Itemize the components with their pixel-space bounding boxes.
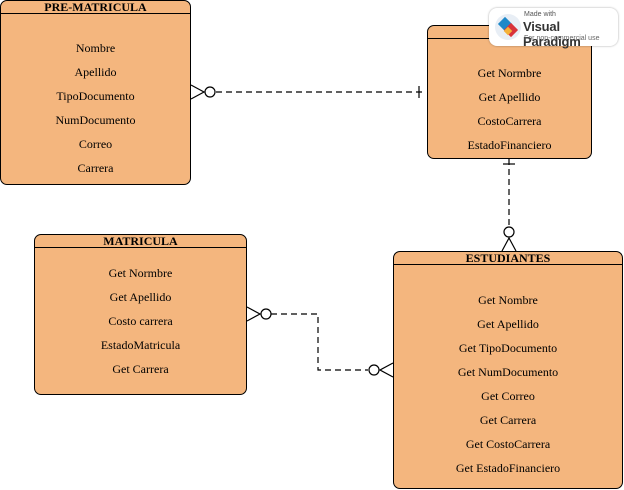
attribute: Get EstadoFinanciero bbox=[455, 461, 561, 475]
attribute: Get Carrera bbox=[112, 362, 169, 376]
watermark-brand: Visual Paradigm bbox=[523, 19, 581, 49]
visual-paradigm-watermark: Made with Visual Paradigm For non-commer… bbox=[489, 8, 618, 49]
attribute: Get CostoCarrera bbox=[465, 437, 551, 451]
attribute: Costo carrera bbox=[108, 314, 173, 328]
attribute: CostoCarrera bbox=[477, 114, 542, 128]
entity-matricula[interactable]: MATRICULA Get Normbre Get Apellido Costo… bbox=[34, 234, 247, 395]
link-matricula-estudiantes bbox=[246, 306, 394, 378]
watermark-made-with: Made with bbox=[524, 11, 556, 18]
watermark-note: For non-commercial use bbox=[524, 35, 600, 42]
link-prematricula-financiero bbox=[190, 84, 424, 100]
attribute: Get Apellido bbox=[477, 317, 539, 331]
attribute: Get Normbre bbox=[477, 66, 542, 80]
visual-paradigm-logo-icon bbox=[495, 14, 521, 40]
attribute: Get Normbre bbox=[108, 266, 173, 280]
attribute: Correo bbox=[78, 137, 113, 151]
attribute: Get Nombre bbox=[478, 293, 538, 307]
attribute: Apellido bbox=[74, 65, 117, 79]
entity-title: MATRICULA bbox=[35, 235, 246, 248]
attribute: Nombre bbox=[75, 41, 116, 55]
attribute: Get Carrera bbox=[479, 413, 537, 427]
entity-estudiantes[interactable]: ESTUDIANTES Get Nombre Get Apellido Get … bbox=[393, 251, 623, 489]
attribute: EstadoMatricula bbox=[100, 338, 181, 352]
entity-prematricula[interactable]: PRE-MATRICULA Nombre Apellido TipoDocume… bbox=[0, 0, 191, 185]
attribute: Get Apellido bbox=[478, 90, 541, 104]
entity-title: ESTUDIANTES bbox=[394, 252, 622, 265]
link-financiero-estudiantes bbox=[501, 159, 517, 252]
attribute: Get TipoDocumento bbox=[458, 341, 558, 355]
attribute: EstadoFinanciero bbox=[467, 138, 552, 152]
attribute: NumDocumento bbox=[55, 113, 136, 127]
entity-financiero[interactable]: FIN Get Normbre Get Apellido CostoCarrer… bbox=[427, 25, 592, 159]
entity-title: PRE-MATRICULA bbox=[1, 1, 190, 14]
attribute: Get Apellido bbox=[109, 290, 172, 304]
attribute: Get Correo bbox=[481, 389, 535, 403]
attribute: Carrera bbox=[77, 161, 114, 175]
attribute: Get NumDocumento bbox=[457, 365, 559, 379]
attribute: TipoDocumento bbox=[56, 89, 135, 103]
